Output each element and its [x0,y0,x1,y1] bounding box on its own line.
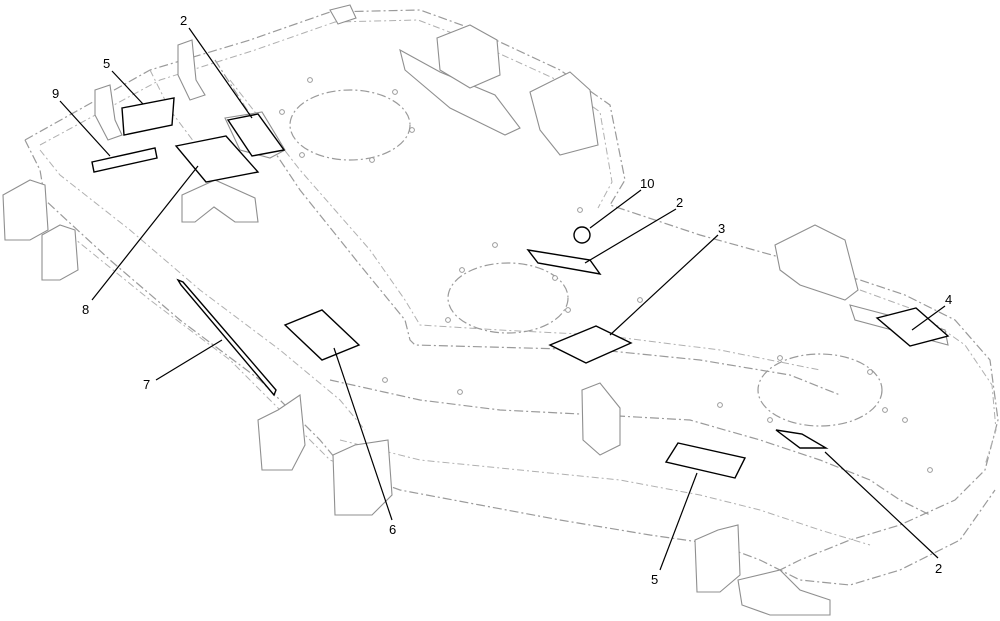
hole [902,417,908,423]
callout-9: 9 [52,86,59,101]
hole [392,89,398,95]
mounting-holes [279,77,933,473]
blade-opening-right [757,353,883,427]
callout-4: 4 [945,292,952,307]
decals [91,97,950,479]
hole [565,307,571,313]
hole [445,317,451,323]
rear-tab [329,4,357,25]
leader-2b [584,208,677,264]
leader-7 [155,339,223,381]
callout-2-rear: 2 [180,13,187,28]
front-right-bracket-2 [737,569,831,616]
decal-2-center [526,249,602,275]
leader-2a [188,27,253,119]
hole [369,157,375,163]
leader-8 [91,165,199,301]
hole [459,267,465,273]
leader-4 [911,305,946,331]
decal-8 [174,135,260,183]
rear-left-hitch-bracket-2 [177,39,206,101]
deck-top-inner-edge [39,19,613,209]
deck-baffle-line [214,59,841,396]
deck-front-rim-top [329,379,931,516]
hole [867,369,873,375]
decal-5-rear [121,97,175,136]
decal-3 [548,325,633,364]
hole [409,127,415,133]
front-center-bracket [581,382,621,456]
decal-9 [91,147,158,173]
left-gusset [181,179,259,223]
hole [279,109,285,115]
decal-10 [573,226,591,244]
rear-upright-bracket [436,24,501,89]
leader-9 [59,100,111,157]
decal-7 [176,278,277,397]
blade-opening-rear [289,89,411,161]
decal-2-rear [226,113,286,157]
callout-6: 6 [389,522,396,537]
callout-2-center: 2 [676,195,683,210]
left-rear-bracket-2 [41,224,79,281]
leader-lines [59,27,946,571]
front-right-bracket [694,524,741,593]
leader-5a [111,70,144,105]
right-pivot-bracket [529,71,599,156]
decal-4 [875,307,950,347]
hole [492,242,498,248]
deck-front-rim-bottom [344,469,996,586]
front-left-bracket-2 [332,439,393,516]
leader-2c [824,451,939,559]
deck-skirt-line [69,234,381,481]
callout-3: 3 [718,221,725,236]
leader-5b [659,472,698,571]
hole [307,77,313,83]
leader-10 [589,189,642,229]
leader-6 [333,347,393,521]
deck-front-rim-mid [339,439,871,546]
hole [457,389,463,395]
hole [552,275,558,281]
deck-top-edge [24,9,999,581]
hole [717,402,723,408]
left-rear-bracket [2,179,49,241]
blade-openings [289,89,883,427]
callout-10: 10 [640,176,654,191]
hole [882,407,888,413]
rear-left-hitch-bracket [94,84,123,141]
right-hitch-bracket [774,224,859,301]
deck-brackets [2,4,949,616]
decal-2-right [775,429,829,449]
callout-8: 8 [82,302,89,317]
callout-5-rear: 5 [103,56,110,71]
decal-6 [283,309,361,361]
hole [577,207,583,213]
callout-5-front: 5 [651,572,658,587]
hole [299,152,305,158]
hole [637,297,643,303]
leader-3 [609,234,719,336]
blade-opening-center [447,262,569,334]
deck-right-lip [859,289,997,466]
hole [382,377,388,383]
callout-labels: 2 5 9 8 7 6 10 2 3 4 5 2 [52,13,952,587]
front-left-bracket [257,394,306,471]
decal-5-front [664,442,747,479]
callout-7: 7 [143,377,150,392]
deck-outline [24,9,999,586]
deck-left-front-edge [24,139,346,471]
hole [927,467,933,473]
hole [777,355,783,361]
deck-baffle-inner-line [229,79,821,371]
deck-left-inner-edge [39,149,366,431]
hole [767,417,773,423]
callout-2-right: 2 [935,561,942,576]
